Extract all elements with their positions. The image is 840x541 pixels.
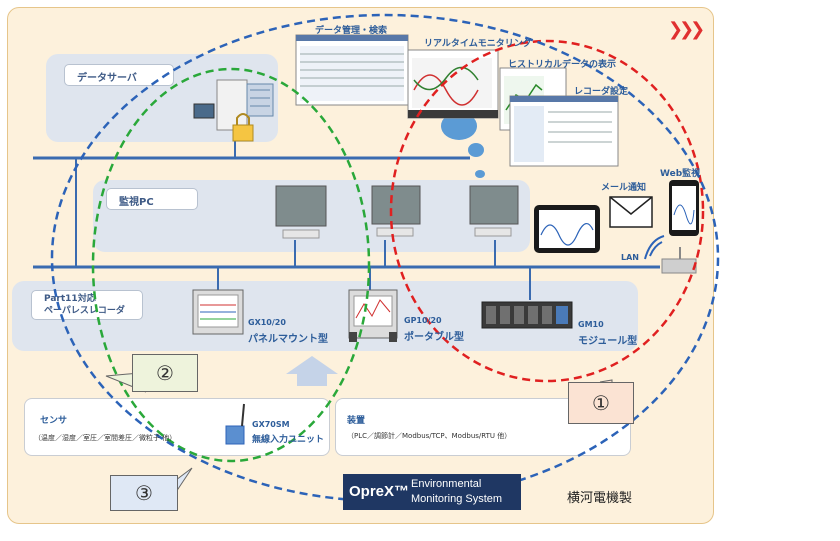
maker-label: 横河電機製: [567, 491, 633, 506]
data-mgmt-label: データ管理・検索: [315, 26, 388, 36]
oprex-logo: OpreX™ Environmental Monitoring System: [343, 474, 521, 510]
lan-label: LAN: [621, 253, 639, 262]
gm-type-label: モジュール型: [578, 336, 638, 347]
gp-model-label: GP10/20: [404, 316, 442, 325]
mail-label: メール通知: [601, 183, 647, 193]
web-label: Web監視: [660, 169, 701, 179]
chevron-right-icon: ❯❯❯: [668, 19, 705, 40]
gx70sm-model-label: GX70SM: [252, 420, 290, 429]
oprex-brand: OpreX™: [349, 483, 410, 500]
oprex-line-2: Monitoring System: [411, 493, 503, 505]
callout-1: ①: [568, 382, 634, 424]
gx-type-label: パネルマウント型: [248, 334, 328, 345]
callout-2: ②: [132, 354, 198, 392]
gm-model-label: GM10: [578, 320, 604, 329]
device-title: 装置: [347, 416, 366, 426]
part11-recorder-label: Part11対応 ペーパレスレコーダ: [31, 290, 143, 320]
data-server-label: データサーバ: [64, 64, 174, 86]
gx-model-label: GX10/20: [248, 318, 286, 327]
gx70sm-type-label: 無線入力ユニット: [252, 435, 325, 445]
historical-label: ヒストリカルデータの表示: [508, 60, 617, 70]
gp-type-label: ポータブル型: [404, 332, 464, 343]
monitoring-pc-label: 監視PC: [106, 188, 198, 210]
recorder-setting-label: レコーダ設定: [574, 87, 629, 97]
device-description: （PLC／調節計／Modbus/TCP、Modbus/RTU 他）: [347, 432, 512, 440]
realtime-label: リアルタイムモニタリング: [424, 39, 532, 49]
sensor-description: （温度／湿度／室圧／室間差圧／微粒子 他）: [34, 434, 177, 442]
callout-3: ③: [110, 475, 178, 511]
sensor-title: センサ: [40, 416, 68, 426]
oprex-line-1: Environmental: [411, 478, 482, 490]
